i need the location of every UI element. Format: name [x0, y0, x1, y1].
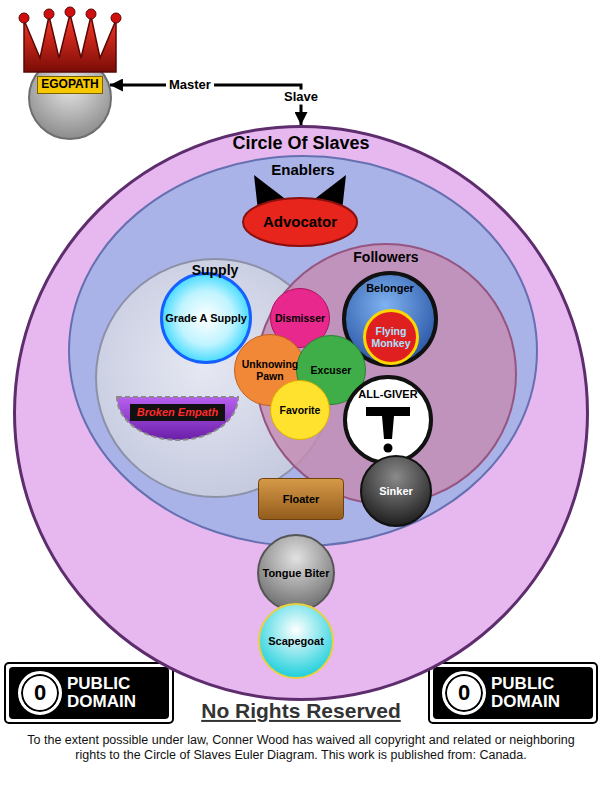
flying-monkey-circle-outline — [365, 311, 418, 364]
node-label: EGOPATH — [37, 76, 103, 94]
text-holder: EGOPATH — [28, 76, 112, 94]
scapegoat-circle-outline — [259, 604, 333, 678]
crown-jewel — [44, 9, 54, 19]
label-holder: Master — [166, 78, 214, 93]
node-label: Grade A Supply — [165, 312, 247, 325]
edge-end-label: Slave — [282, 90, 320, 105]
text-holder: Scapegoat — [258, 603, 334, 679]
badge-text: PUBLIC DOMAIN — [67, 675, 163, 711]
caption-holder: To the extent possible under law, Conner… — [16, 733, 586, 763]
broken-empath-bowl-outline — [117, 397, 238, 440]
favorite-circle-outline — [271, 381, 330, 440]
crown — [24, 14, 116, 72]
text-holder: Floater — [258, 478, 344, 520]
node-label: Circle Of Slaves — [232, 133, 369, 154]
grade-a-node: Grade A Supply — [160, 272, 252, 364]
text-holder: Tongue Biter — [257, 534, 335, 612]
text-holder: Circle Of Slaves — [13, 133, 589, 154]
node-label: Dismisser — [275, 312, 325, 324]
enablers-node: EnablersAdvocatorSupplyGrade A SupplyBro… — [68, 155, 538, 547]
label-holder: No Rights Reserved — [201, 699, 401, 723]
cc0-icon-digit: 0 — [18, 671, 62, 715]
text-holder: Enablers — [68, 161, 538, 178]
notice-heading: No Rights Reserved — [201, 699, 401, 723]
advocator-node: Advocator — [242, 197, 358, 247]
label-holder: 0 — [442, 671, 486, 715]
sinker-node: Sinker — [360, 455, 432, 527]
text-holder: Sinker — [360, 455, 432, 527]
enablers-circle-outline — [69, 156, 537, 546]
t-symbol — [366, 407, 410, 439]
grade-a-circle-outline — [162, 274, 251, 363]
node-label: Enablers — [271, 161, 334, 178]
scapegoat-node: Scapegoat — [258, 603, 334, 679]
cc0-icon-digit: 0 — [442, 671, 486, 715]
text-holder: Broken Empath — [115, 404, 240, 421]
t-symbol-dot — [384, 444, 393, 453]
advocator-ellipse-outline — [243, 198, 357, 246]
crown-jewel — [86, 9, 96, 19]
tongue-biter-node: Tongue Biter — [257, 534, 335, 612]
node-label: Broken Empath — [130, 404, 225, 421]
text-holder: Favorite — [270, 380, 330, 440]
node-label: Sinker — [379, 485, 413, 498]
label-holder: Slave — [282, 90, 320, 105]
node-label: ALL-GIVER — [358, 388, 417, 401]
flying-monkey-node: Flying Monkey — [363, 309, 419, 365]
floater-node: Floater — [258, 478, 344, 520]
favorite-node: Favorite — [270, 380, 330, 440]
text-holder: Grade A Supply — [160, 272, 252, 364]
text-holder: Belonger — [342, 282, 438, 295]
label-holder: PUBLIC DOMAIN — [491, 675, 587, 711]
tongue-biter-circle-outline — [258, 535, 334, 611]
caption: To the extent possible under law, Conner… — [16, 733, 586, 763]
text-holder: Supply — [95, 262, 335, 278]
node-label: Flying Monkey — [367, 325, 415, 349]
node-label: Tongue Biter — [262, 567, 329, 580]
crown-jewel — [19, 13, 29, 23]
text-holder: Advocator — [242, 197, 358, 247]
broken-empath-node: Broken Empath — [115, 395, 240, 441]
label-holder: 0 — [18, 671, 62, 715]
text-holder: ALL-GIVER — [343, 388, 433, 401]
crown-jewel — [111, 13, 121, 23]
node-label: Floater — [283, 493, 320, 506]
node-label: Scapegoat — [268, 635, 324, 648]
node-label: Advocator — [263, 213, 337, 230]
crown-jewel — [65, 7, 75, 17]
node-label: Excuser — [311, 364, 352, 376]
node-label: Unknowing Pawn — [239, 358, 301, 382]
node-label: Favorite — [280, 404, 321, 416]
egopath-circle — [28, 56, 112, 140]
egopath-node: EGOPATH — [28, 56, 112, 140]
text-holder: Followers — [255, 249, 517, 265]
edge-label: Master — [166, 78, 214, 93]
node-label: Supply — [192, 262, 239, 278]
text-holder: Flying Monkey — [363, 309, 419, 365]
floater-box-outline — [259, 479, 344, 520]
outer-circle-outline — [15, 127, 588, 700]
sinker-circle-outline — [361, 456, 431, 526]
all-giver-node: ALL-GIVER — [343, 375, 433, 465]
node-label: Followers — [353, 249, 418, 265]
label-holder: PUBLIC DOMAIN — [67, 675, 163, 711]
outer-node: Circle Of SlavesEnablersAdvocatorSupplyG… — [13, 125, 589, 701]
all-giver-circle-outline — [345, 377, 431, 463]
node-label: Belonger — [366, 282, 414, 295]
badge-text: PUBLIC DOMAIN — [491, 675, 587, 711]
